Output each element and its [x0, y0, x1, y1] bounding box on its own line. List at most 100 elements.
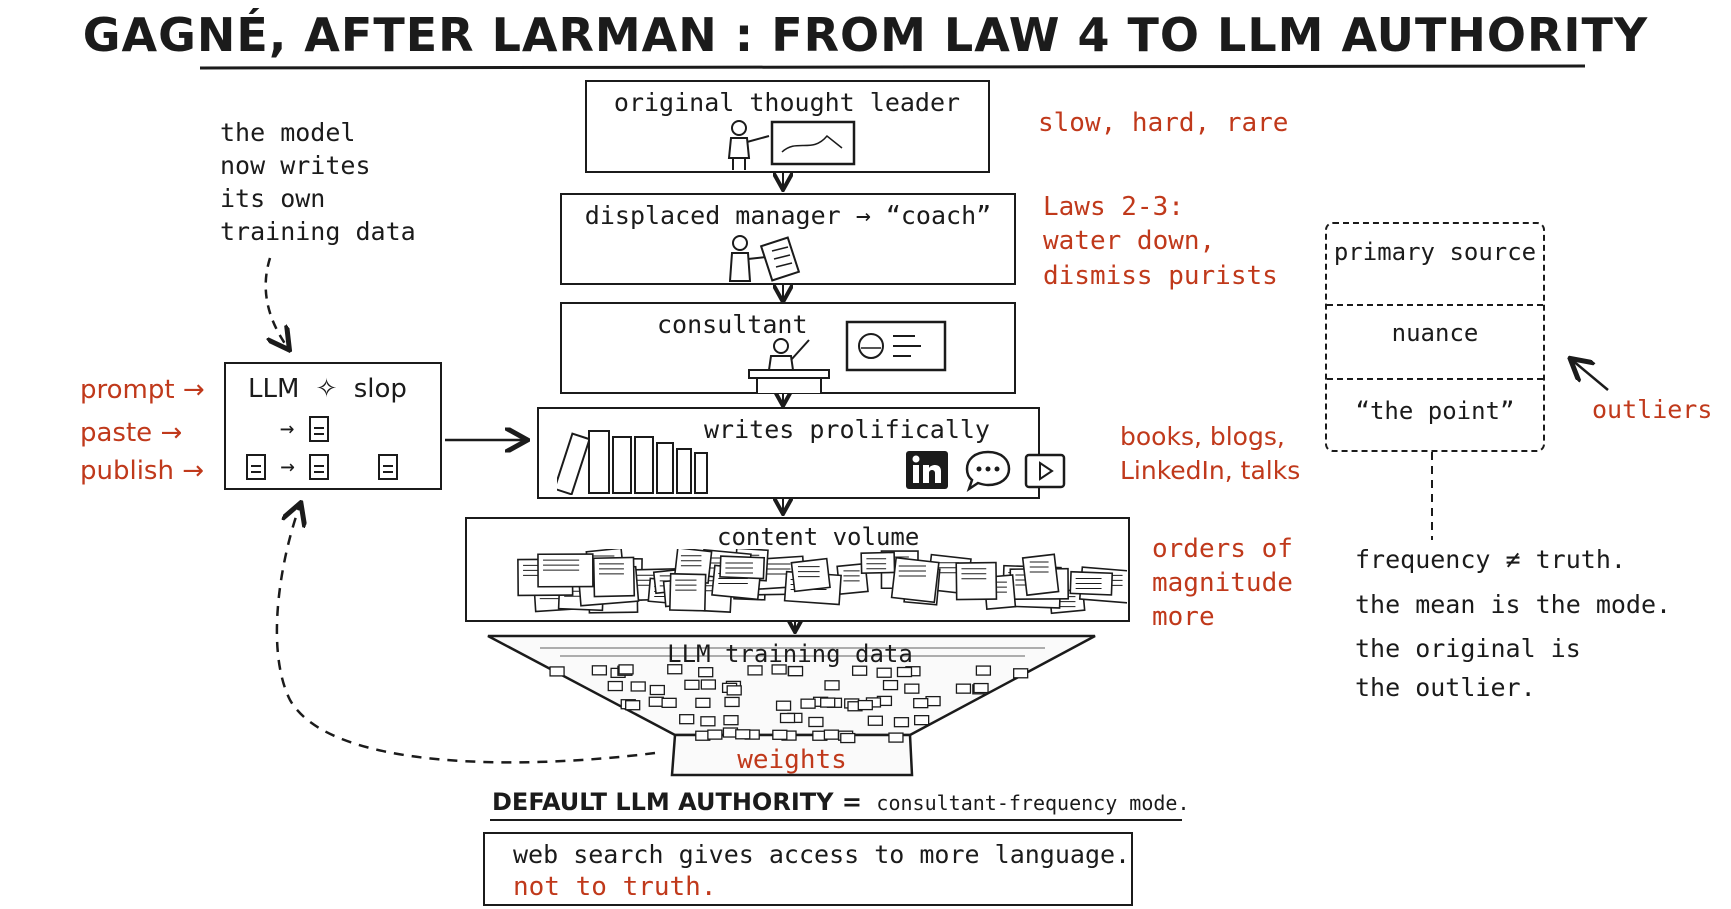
step-weights-label: weights	[737, 745, 847, 775]
note-laws-1: Laws 2-3:	[1043, 192, 1184, 222]
step-content-box: content volume	[465, 517, 1130, 622]
data-chip	[695, 697, 711, 708]
data-chip	[867, 715, 883, 726]
content-pile	[517, 549, 1127, 615]
step-original-label: original thought leader	[613, 88, 961, 117]
note-slow: slow, hard, rare	[1038, 108, 1289, 138]
step-original-box: original thought leader	[585, 80, 990, 173]
slop-row-2: →	[246, 452, 398, 480]
authority-bold: DEFAULT LLM AUTHORITY =	[492, 788, 862, 816]
data-chip	[630, 681, 646, 692]
data-chip	[823, 729, 840, 740]
document-icon	[246, 454, 266, 480]
slop-row-1: →	[280, 414, 329, 442]
document-icon	[308, 416, 329, 442]
step-content-label: content volume	[717, 523, 920, 551]
data-chip	[661, 697, 677, 708]
nuance-label: nuance	[1391, 319, 1479, 347]
data-chip	[648, 696, 664, 707]
data-chip	[625, 700, 641, 711]
data-chip	[857, 699, 873, 711]
data-chip	[955, 683, 972, 694]
document-icon	[377, 454, 398, 480]
data-chip	[700, 716, 716, 727]
step-writes-box: writes prolifically	[537, 407, 1066, 499]
authority-rest: consultant-frequency mode.	[876, 791, 1190, 815]
step-consultant-box: consultant	[560, 302, 1016, 394]
podium-icon	[748, 338, 830, 394]
the-point-label: “the point”	[1355, 397, 1515, 425]
data-chip	[772, 729, 788, 740]
llm-slop-box: LLM ✧ slop → →	[224, 362, 442, 490]
paper-sheet	[860, 551, 896, 575]
llm-label: LLM ✧ slop	[248, 374, 407, 404]
sparkle-icon: ✧	[315, 374, 338, 404]
linkedin-icon	[906, 451, 948, 489]
data-chip	[684, 679, 700, 690]
source-stack-box: primary source nuance “the point”	[1325, 222, 1545, 452]
orig-note-1: the original is	[1355, 634, 1581, 663]
mean-note: the mean is the mode.	[1355, 590, 1672, 619]
data-chip	[698, 667, 714, 678]
step-manager-label: displaced manager → “coach”	[584, 201, 992, 230]
data-chip	[747, 665, 763, 676]
freq-note: frequency ≠ truth.	[1355, 545, 1626, 574]
orig-note-2: the outlier.	[1355, 673, 1536, 702]
data-chip	[771, 664, 787, 675]
data-chip	[591, 665, 608, 676]
data-chip	[549, 666, 565, 677]
data-chip	[723, 715, 739, 726]
data-chip	[735, 729, 751, 740]
data-chip	[607, 680, 623, 692]
paper-sheet	[890, 556, 940, 604]
note-laws-2: water down,	[1043, 226, 1216, 256]
note-books-1: books, blogs,	[1120, 422, 1285, 451]
data-chip	[973, 682, 989, 694]
step-writes-label: writes prolifically	[704, 415, 990, 444]
data-chip	[820, 697, 836, 708]
data-chip	[700, 679, 717, 690]
page-title: GAGNÉ, AFTER LARMAN : FROM LAW 4 TO LLM …	[82, 8, 1649, 62]
paper-sheet	[790, 557, 831, 593]
slop-text: slop	[353, 374, 407, 404]
divider	[1327, 304, 1543, 306]
play-icon	[1024, 453, 1066, 489]
data-chip	[800, 698, 816, 709]
data-chip	[724, 696, 740, 708]
data-chip	[888, 732, 904, 743]
label-paste: paste →	[80, 418, 183, 448]
llm-text: LLM	[248, 374, 300, 404]
data-chip	[975, 665, 992, 676]
paper-sheet	[719, 555, 766, 580]
data-chip	[667, 664, 683, 675]
paper-sheet	[955, 561, 998, 601]
primary-source-label: primary source	[1333, 238, 1537, 266]
presenter-icon	[727, 120, 856, 170]
document-icon	[309, 454, 330, 480]
data-chip	[707, 729, 723, 740]
data-chip	[649, 684, 665, 696]
paper-sheet	[592, 556, 636, 598]
data-chip	[787, 666, 804, 677]
books-icon	[557, 430, 708, 495]
paper-sheet	[1021, 553, 1060, 597]
slide-icon	[845, 320, 947, 372]
data-chip	[808, 716, 824, 728]
model-note-1: the model	[220, 118, 356, 147]
data-chip	[779, 712, 796, 724]
step-training-label: LLM training data	[667, 640, 913, 668]
clipboard-icon	[728, 235, 801, 282]
authority-line: DEFAULT LLM AUTHORITY = consultant-frequ…	[492, 788, 1190, 816]
note-orders-2: magnitude	[1152, 568, 1293, 598]
data-chip	[824, 680, 840, 691]
search-note: web search gives access to more language…	[513, 840, 1131, 869]
divider	[1327, 378, 1543, 380]
data-chip	[913, 697, 929, 709]
data-chip	[893, 717, 910, 728]
paper-sheet	[668, 572, 707, 612]
data-chip	[726, 685, 742, 696]
search-not-truth: not to truth.	[513, 872, 717, 902]
data-chip	[840, 732, 856, 744]
step-manager-box: displaced manager → “coach”	[560, 193, 1016, 285]
data-chip	[851, 665, 868, 676]
